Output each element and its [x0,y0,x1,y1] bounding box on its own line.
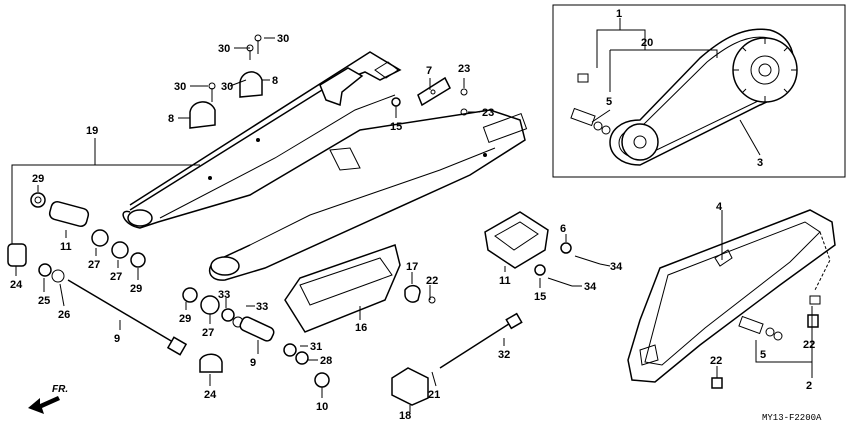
mount-hardware: 32 18 21 [391,312,523,422]
chain-slider-plate: 7 15 23 23 [390,63,494,133]
chain-guide-slider: 11 6 15 34 34 [484,211,623,303]
part-number-label: 34 [610,261,623,273]
part-number-label: 23 [482,107,494,119]
chain-slider: 16 17 22 [284,244,438,334]
part-number-label: 15 [534,291,546,303]
pivot-hardware-left: 29 11 27 27 29 24 25 26 9 24 [7,173,223,401]
part-number-label: 22 [803,339,815,351]
drive-chain-inset: 1 20 5 3 [552,4,846,178]
part-number-label: 34 [584,281,597,293]
part-number-label: 20 [641,37,653,49]
chain-guide-brackets: 8 8 30 30 30 30 [168,33,289,129]
part-number-label: 25 [38,295,50,307]
part-number-label: 33 [218,289,230,301]
part-number-label: 10 [316,401,328,413]
part-number-label: 7 [426,65,432,77]
part-number-label: 9 [114,333,120,345]
part-number-label: 27 [110,271,122,283]
part-number-label: 22 [710,355,722,367]
part-number-label: 16 [355,322,367,334]
part-number-label: 27 [88,259,100,271]
part-number-label: 29 [179,313,191,325]
part-number-label: 18 [399,410,411,422]
part-number-label: 3 [757,157,763,169]
part-number-label: 1 [616,8,622,20]
part-number-label: 21 [428,389,440,401]
part-number-label: 23 [458,63,470,75]
part-number-label: 11 [499,275,511,287]
part-number-label: 6 [560,223,566,235]
part-number-label: 29 [32,173,44,185]
part-number-label: 17 [406,261,418,273]
pivot-hardware-right: 29 27 33 33 9 31 28 10 [179,287,332,413]
part-number-label: 31 [310,341,322,353]
part-number-label: 30 [174,81,186,93]
part-number-label: 15 [390,121,402,133]
part-number-label: 28 [320,355,332,367]
part-number-label: 29 [130,283,142,295]
part-number-label: 33 [256,301,268,313]
part-number-label: 30 [277,33,289,45]
part-number-label: 8 [168,113,174,125]
front-direction-arrow: FR. [28,384,68,414]
part-number-label: 9 [250,357,256,369]
direction-label: FR. [52,384,68,395]
part-number-label: 19 [86,125,98,137]
swingarm: 19 [11,51,528,281]
part-number-label: 26 [58,309,70,321]
part-number-label: 8 [272,75,278,87]
part-number-label: 24 [204,389,217,401]
part-number-label: 22 [426,275,438,287]
part-number-label: 5 [760,349,766,361]
part-number-label: 11 [60,241,72,253]
part-number-label: 2 [806,380,812,392]
diagram-caption: MY13-F2200A [762,413,822,423]
part-number-label: 30 [218,43,230,55]
part-number-label: 5 [606,96,612,108]
part-number-label: 24 [10,279,23,291]
part-number-label: 32 [498,349,510,361]
part-number-label: 30 [221,81,233,93]
part-number-label: 4 [716,201,723,213]
part-number-label: 27 [202,327,214,339]
chain-case: 4 22 5 2 22 [627,201,836,392]
